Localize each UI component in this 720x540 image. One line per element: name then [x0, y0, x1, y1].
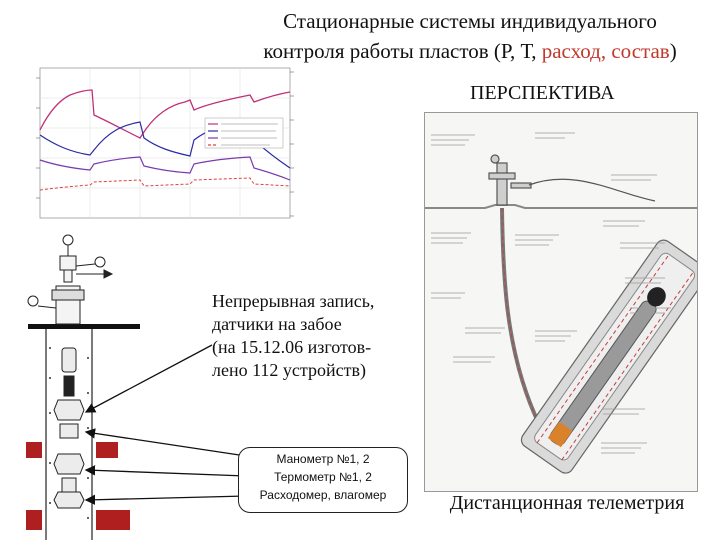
title-line-1: Стационарные системы индивидуального	[283, 9, 657, 33]
page-title: Стационарные системы индивидуального кон…	[220, 6, 720, 66]
title-line-2-plain: контроля работы пластов (Р, Т,	[263, 39, 542, 63]
cutaway-tubes	[520, 239, 709, 474]
plot-area	[39, 67, 291, 219]
well-schematic	[26, 234, 140, 540]
pressure-temperature-plot	[36, 67, 294, 219]
wellhead-tree	[488, 154, 656, 206]
title-line-2-end: )	[669, 39, 677, 63]
note-line: (на 15.12.06 изготов-	[212, 337, 372, 357]
series-magenta-line	[39, 89, 291, 139]
series-red-dashed-line	[39, 177, 291, 191]
gauge-left-icon	[27, 295, 39, 307]
note-line: Непрерывная запись,	[212, 291, 375, 311]
continuous-record-note: Непрерывная запись, датчики на забое (на…	[212, 290, 412, 382]
sensors-callout: Манометр №1, 2 Термометр №1, 2 Расходоме…	[238, 447, 408, 513]
telemetry-drawing	[425, 132, 709, 474]
surface-line	[28, 324, 140, 329]
wellhead	[27, 234, 114, 325]
plot-gridlines	[40, 68, 290, 218]
title-line-2-accent: расход, состав	[541, 39, 670, 63]
plot-legend-swatches	[208, 123, 218, 146]
plot-tick-marks	[36, 71, 294, 217]
plot-legend	[204, 117, 284, 149]
note-line: лено 112 устройств)	[212, 360, 366, 380]
gauge-right-icon	[94, 256, 106, 268]
downhole-tools	[53, 347, 85, 509]
sensor-line: Термометр №1, 2	[274, 470, 372, 484]
gauge-top-icon	[62, 234, 74, 246]
series-purple-line	[39, 156, 291, 181]
title-line-2: контроля работы пластов (Р, Т, расход, с…	[220, 36, 720, 66]
perspective-heading: ПЕРСПЕКТИВА	[470, 82, 615, 104]
valve-icon	[103, 269, 114, 279]
plot-legend-text-lines	[221, 123, 278, 146]
callout-label-lines	[431, 132, 671, 454]
note-line: датчики на забое	[212, 314, 342, 334]
telemetry-illustration	[424, 112, 709, 492]
sensor-line: Манометр №1, 2	[276, 452, 370, 466]
ground-line	[425, 204, 697, 209]
telemetry-caption: Дистанционная телеметрия	[449, 492, 685, 514]
sensor-line: Расходомер, влагомер	[259, 488, 387, 502]
